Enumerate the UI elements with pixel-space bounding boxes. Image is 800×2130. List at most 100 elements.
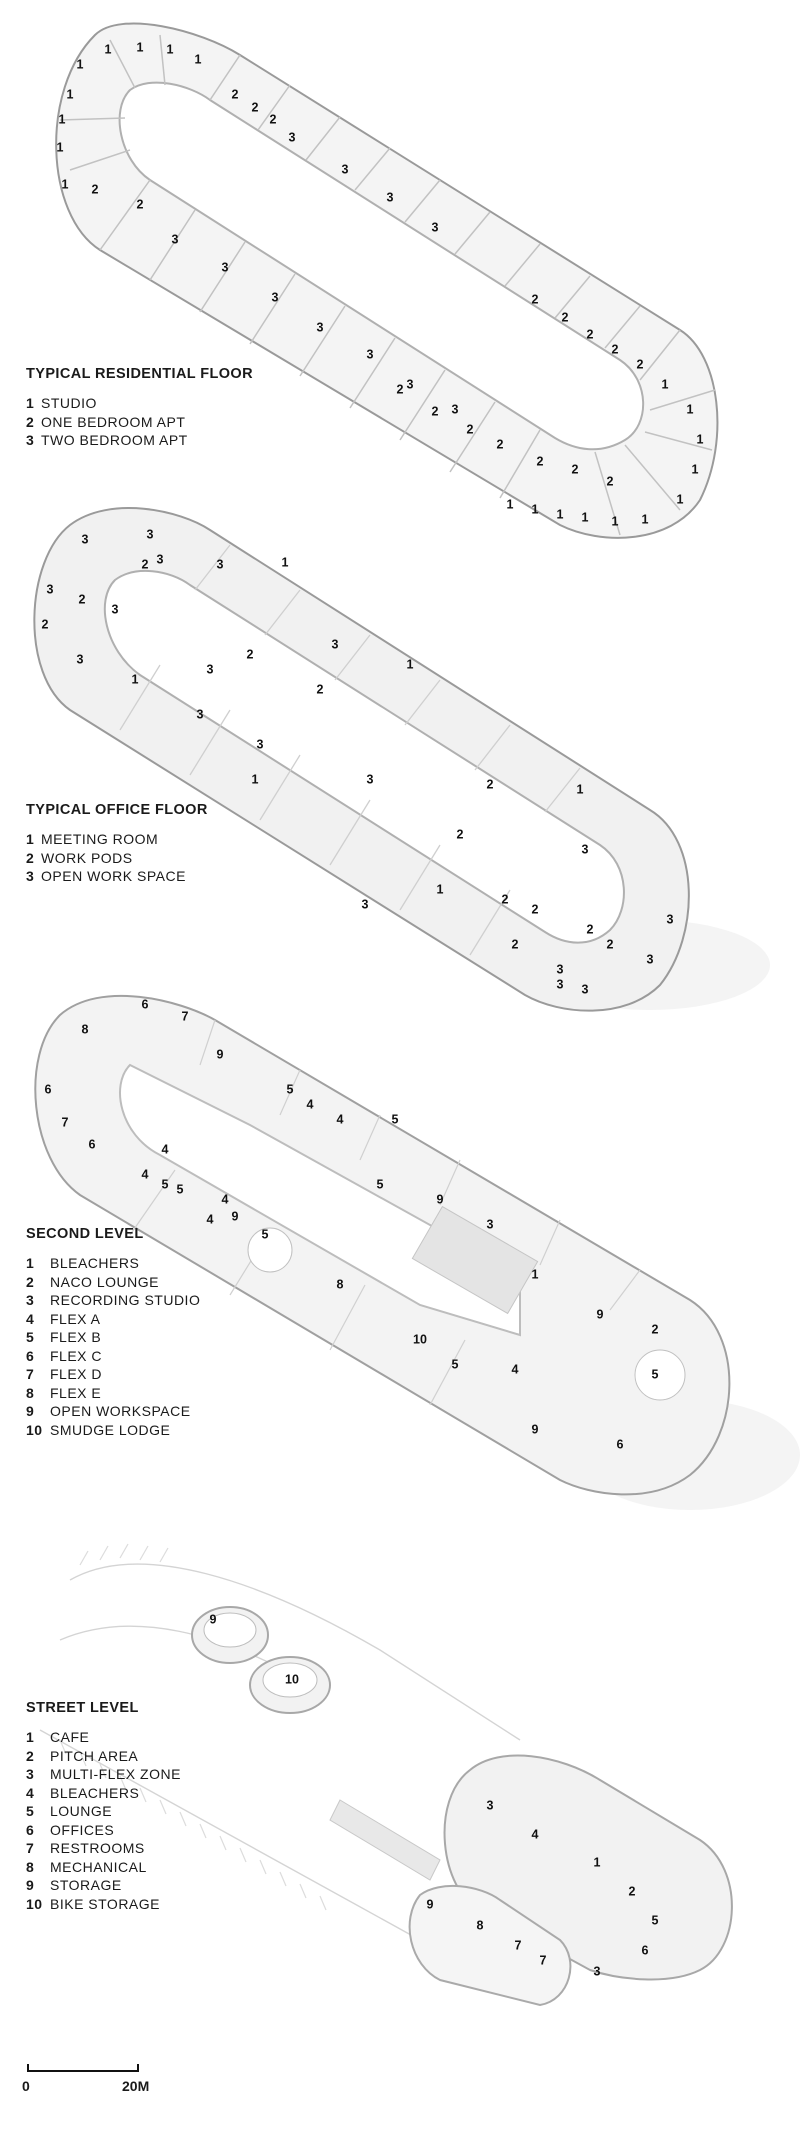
room-number-label: 1 xyxy=(105,42,112,56)
room-number-label: 2 xyxy=(502,892,509,906)
room-number-label: 3 xyxy=(557,962,564,976)
room-number-label: 4 xyxy=(532,1827,539,1841)
legend-label: PITCH AREA xyxy=(50,1747,139,1764)
room-number-label: 2 xyxy=(432,404,439,418)
legend-label: WORK PODS xyxy=(41,849,133,866)
legend-num: 1 xyxy=(26,1729,35,1745)
room-number-label: 2 xyxy=(467,422,474,436)
room-number-label: 3 xyxy=(112,602,119,616)
room-number-label: 2 xyxy=(637,357,644,371)
room-number-label: 5 xyxy=(452,1357,459,1371)
room-number-label: 3 xyxy=(582,982,589,996)
room-number-label: 5 xyxy=(392,1112,399,1126)
room-number-label: 1 xyxy=(167,42,174,56)
room-number-label: 2 xyxy=(247,647,254,661)
room-number-label: 2 xyxy=(607,474,614,488)
room-number-label: 9 xyxy=(597,1307,604,1321)
room-number-label: 3 xyxy=(222,260,229,274)
room-number-label: 3 xyxy=(487,1798,494,1812)
legend-label: FLEX C xyxy=(50,1347,103,1364)
room-number-label: 1 xyxy=(62,177,69,191)
legend-num: 4 xyxy=(26,1784,35,1801)
room-number-label: 1 xyxy=(282,555,289,569)
legend-num: 10 xyxy=(26,1895,43,1912)
legend-num: 8 xyxy=(26,1384,35,1401)
room-number-label: 7 xyxy=(182,1009,189,1023)
legend-row: 4 BLEACHERS xyxy=(26,1784,181,1803)
room-number-label: 2 xyxy=(512,937,519,951)
legend-label: BIKE STORAGE xyxy=(50,1895,160,1912)
room-number-label: 2 xyxy=(612,342,619,356)
room-number-label: 7 xyxy=(540,1953,547,1967)
room-number-label: 1 xyxy=(687,402,694,416)
legend-row: 3 MULTI-FLEX ZONE xyxy=(26,1765,181,1784)
room-number-label: 3 xyxy=(367,347,374,361)
room-number-label: 2 xyxy=(457,827,464,841)
office-title: TYPICAL OFFICE FLOOR xyxy=(26,802,208,818)
room-number-label: 3 xyxy=(77,652,84,666)
room-number-label: 3 xyxy=(157,552,164,566)
room-number-label: 6 xyxy=(642,1943,649,1957)
legend-num: 7 xyxy=(26,1840,35,1856)
room-number-label: 7 xyxy=(62,1115,69,1129)
room-number-label: 8 xyxy=(82,1022,89,1036)
room-number-label: 3 xyxy=(557,977,564,991)
room-number-label: 9 xyxy=(437,1192,444,1206)
room-number-label: 4 xyxy=(162,1142,169,1156)
legend-num: 3 xyxy=(26,1766,35,1782)
legend-num: 3 xyxy=(26,432,35,448)
legend-num: 4 xyxy=(26,1310,35,1327)
legend-label: BLEACHERS xyxy=(50,1255,140,1271)
room-number-label: 2 xyxy=(562,310,569,324)
legend-label: BLEACHERS xyxy=(50,1784,140,1801)
room-number-label: 5 xyxy=(262,1227,269,1241)
room-number-label: 9 xyxy=(210,1612,217,1626)
room-number-label: 3 xyxy=(82,532,89,546)
legend-num: 8 xyxy=(26,1858,35,1875)
room-number-label: 1 xyxy=(132,672,139,686)
legend-label: OPEN WORKSPACE xyxy=(50,1403,191,1419)
room-number-label: 3 xyxy=(257,737,264,751)
room-number-label: 1 xyxy=(437,882,444,896)
residential-title: TYPICAL RESIDENTIAL FLOOR xyxy=(26,366,253,382)
room-number-label: 2 xyxy=(137,197,144,211)
legend-label: FLEX A xyxy=(50,1310,101,1327)
room-number-label: 4 xyxy=(307,1097,314,1111)
legend-label: FLEX D xyxy=(50,1366,103,1382)
room-number-label: 3 xyxy=(432,220,439,234)
room-number-label: 1 xyxy=(532,1267,539,1281)
room-number-label: 3 xyxy=(289,130,296,144)
legend-num: 1 xyxy=(26,395,35,411)
legend-label: MULTI-FLEX ZONE xyxy=(50,1766,181,1782)
room-number-label: 2 xyxy=(497,437,504,451)
room-number-label: 3 xyxy=(217,557,224,571)
legend-num: 7 xyxy=(26,1366,35,1382)
legend-label: SMUDGE LODGE xyxy=(50,1421,171,1438)
legend-num: 1 xyxy=(26,831,35,847)
room-number-label: 9 xyxy=(427,1897,434,1911)
legend-num: 3 xyxy=(26,868,35,884)
street-level-title: STREET LEVEL xyxy=(26,1700,139,1716)
room-number-label: 3 xyxy=(272,290,279,304)
room-number-label: 2 xyxy=(587,327,594,341)
room-number-label: 6 xyxy=(142,997,149,1011)
room-number-label: 2 xyxy=(629,1884,636,1898)
room-number-label: 2 xyxy=(532,902,539,916)
room-number-label: 6 xyxy=(45,1082,52,1096)
room-number-label: 2 xyxy=(652,1322,659,1336)
room-number-label: 2 xyxy=(487,777,494,791)
legend-label: FLEX B xyxy=(50,1329,102,1345)
